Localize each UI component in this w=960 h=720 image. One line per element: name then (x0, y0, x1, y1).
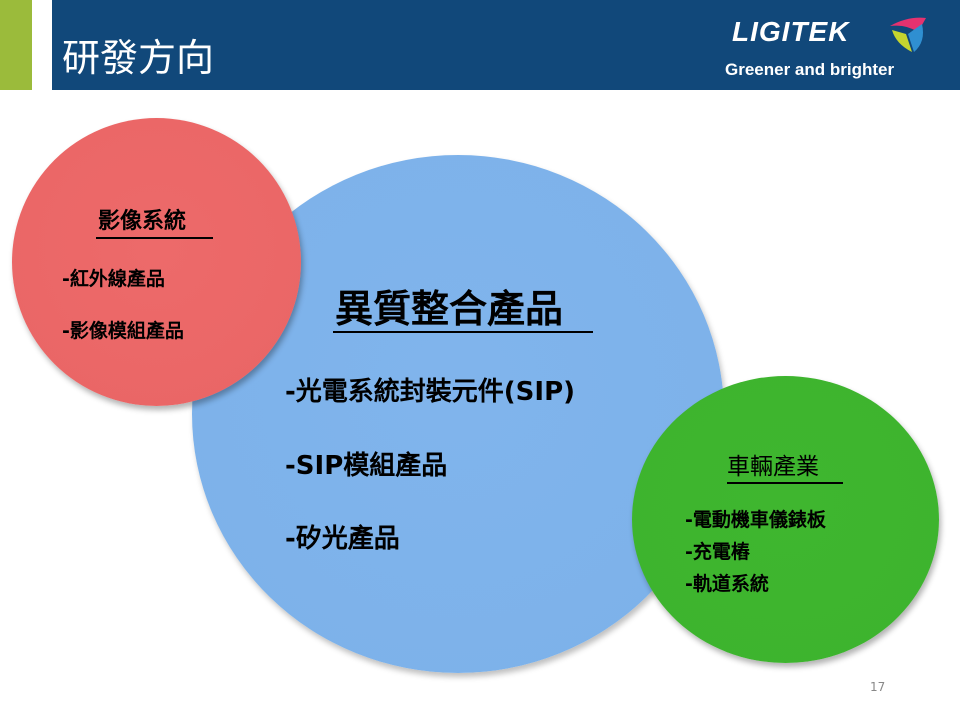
red-circle-title: 影像系統 (98, 209, 187, 234)
blue-item: -矽光產品 (285, 524, 400, 554)
red-title-underline (96, 237, 213, 239)
green-item: -充電樁 (685, 541, 750, 563)
accent-bar (0, 0, 32, 90)
logo-tagline: Greener and brighter (725, 60, 895, 79)
header-bar (52, 0, 960, 90)
green-circle (632, 376, 939, 663)
red-item: -影像模組產品 (62, 320, 184, 342)
green-title-underline (727, 482, 843, 484)
red-circle (12, 118, 301, 406)
blue-circle-title: 異質整合產品 (335, 287, 564, 331)
page-title: 研發方向 (62, 36, 215, 80)
logo-wordmark: LIGITEK (732, 16, 850, 47)
green-item: -電動機車儀錶板 (685, 509, 826, 531)
red-item: -紅外線產品 (62, 268, 165, 290)
blue-title-underline (333, 331, 593, 333)
logo-mark-icon (890, 17, 926, 52)
blue-item: -光電系統封裝元件(SIP) (285, 377, 576, 407)
blue-item: -SIP模組產品 (285, 451, 448, 481)
green-item: -軌道系統 (685, 573, 769, 595)
page-number: 17 (870, 680, 886, 694)
green-circle-title: 車輛產業 (727, 454, 819, 480)
